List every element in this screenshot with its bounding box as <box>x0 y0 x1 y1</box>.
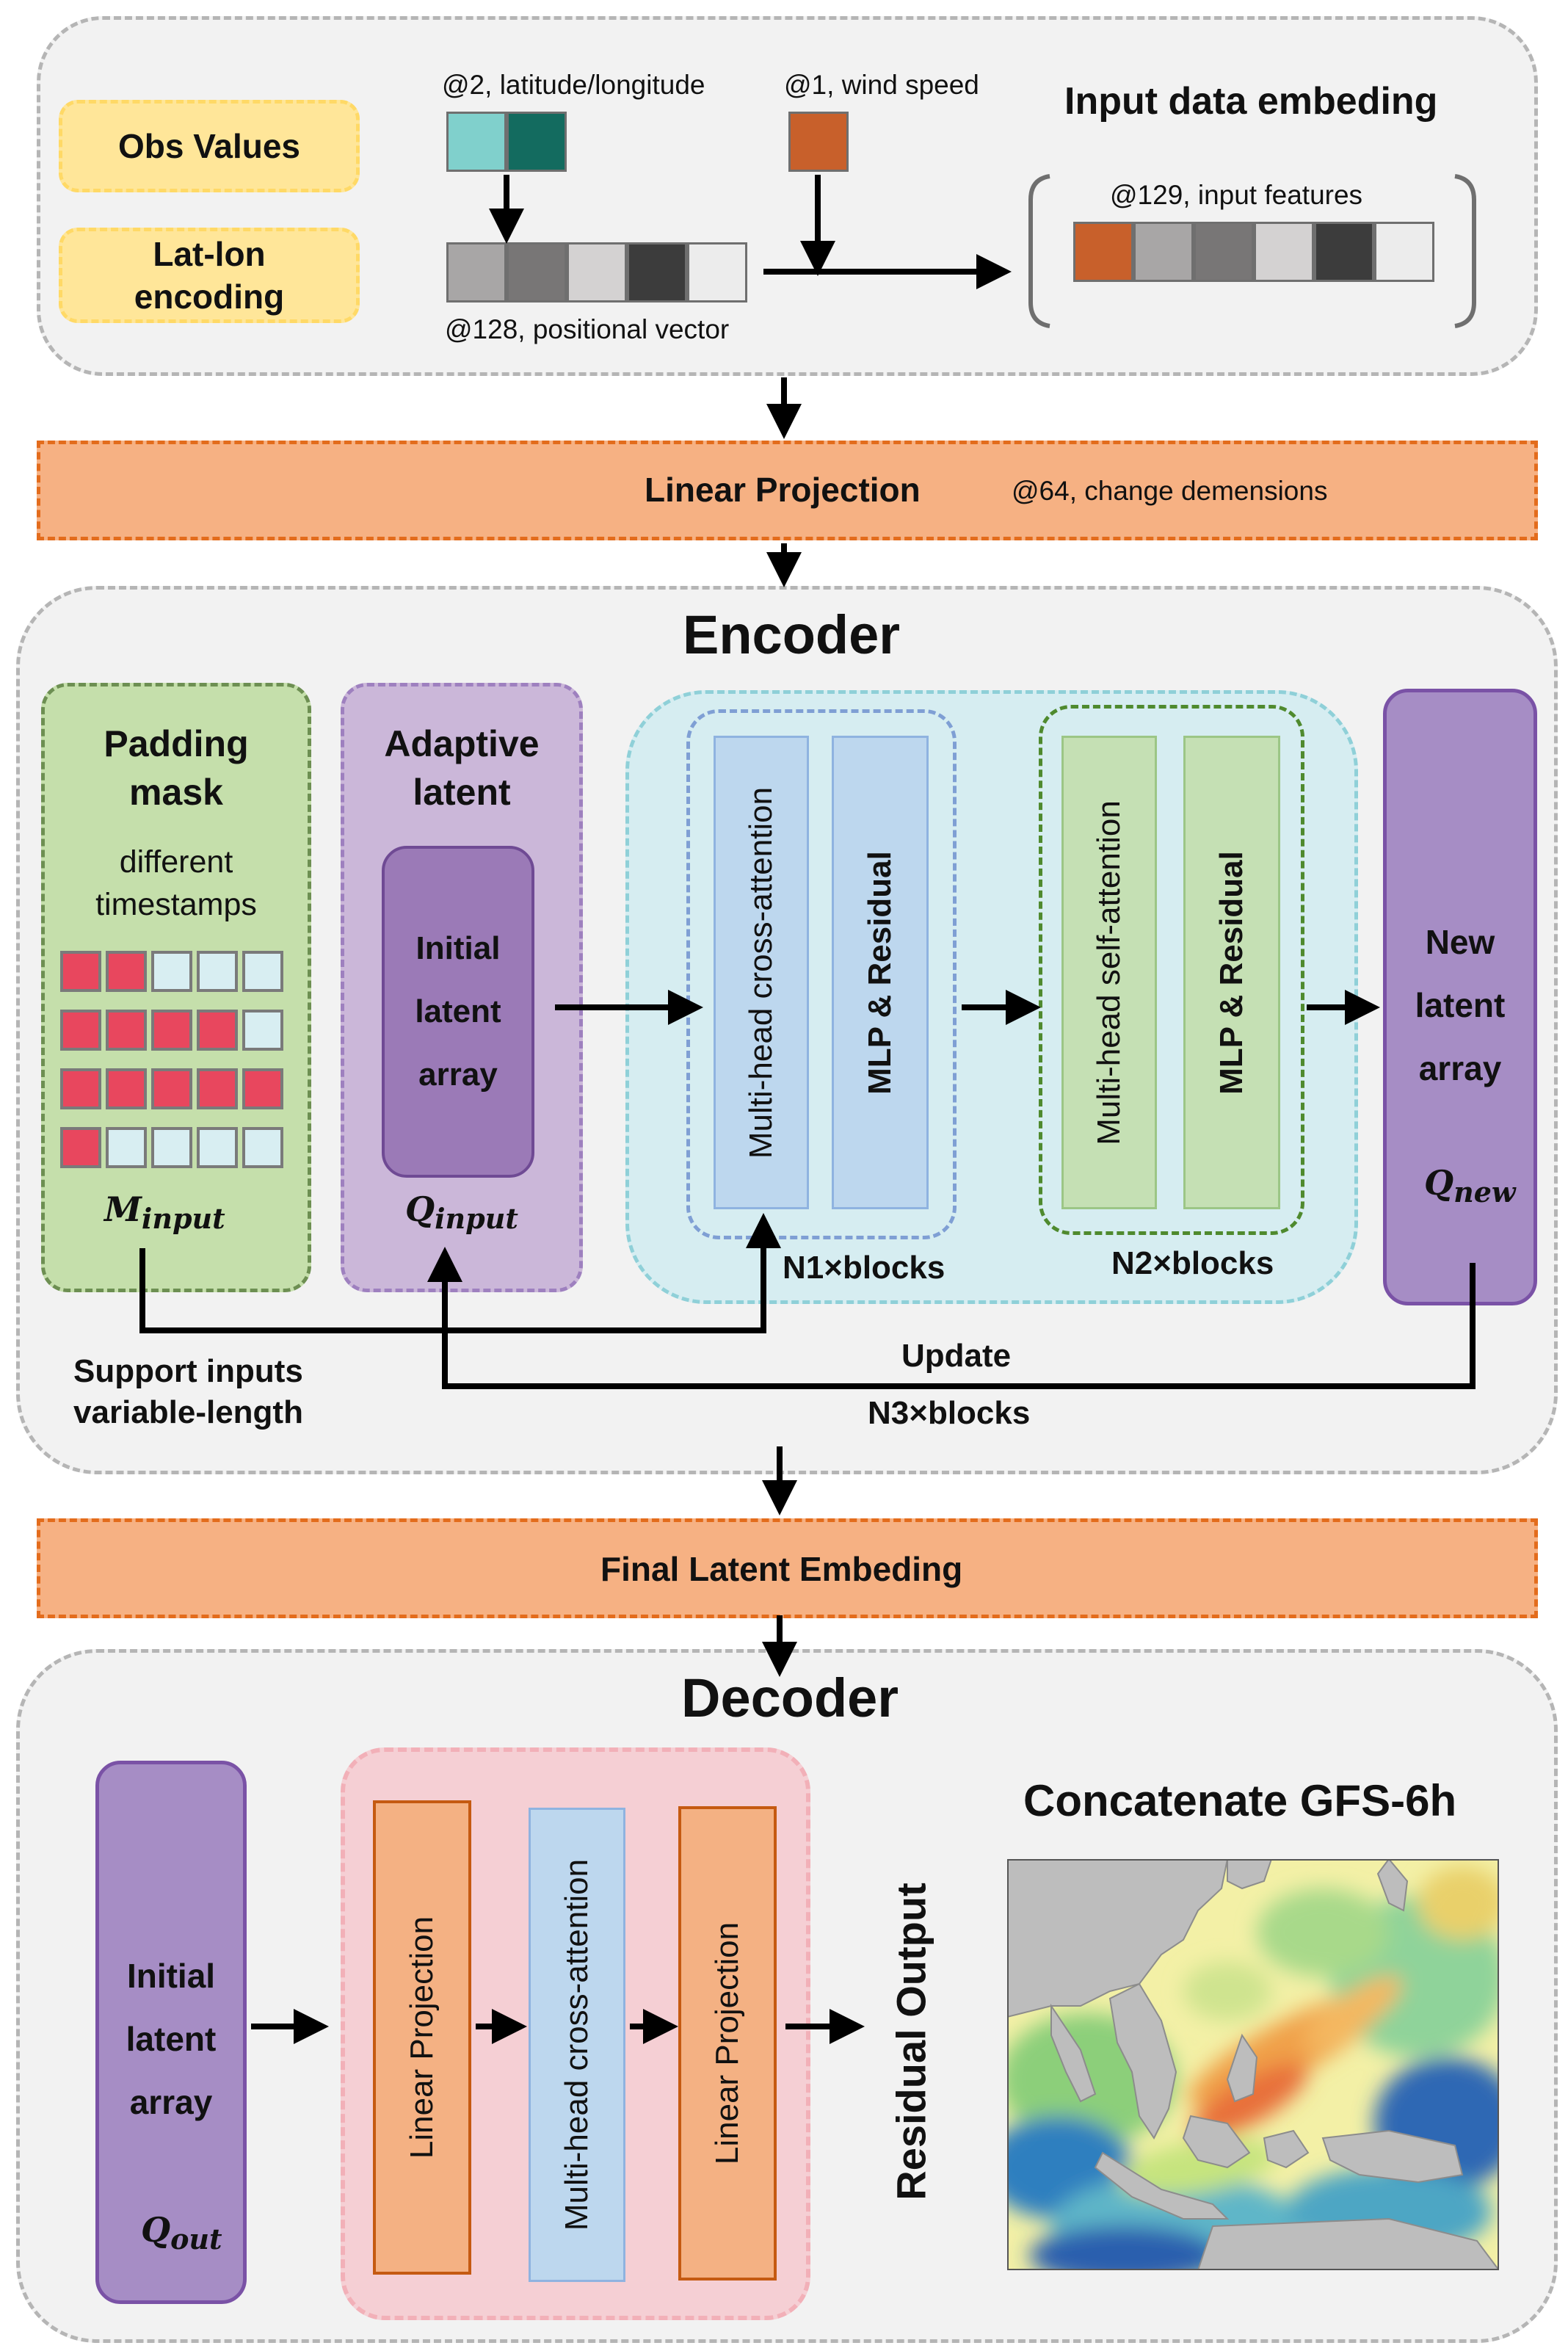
positional-cell-5 <box>687 242 747 303</box>
mask-cell <box>60 1010 101 1051</box>
mask-cell <box>106 1127 147 1168</box>
mlp-residual-label-2: MLP & Residual <box>1213 850 1250 1095</box>
wind-caption: @1, wind speed <box>784 70 979 100</box>
positional-cell-3 <box>567 242 627 303</box>
update-label: Update <box>901 1338 1012 1374</box>
initial-latent-array-label: Initial latent array <box>415 930 501 1093</box>
q-out-main: Q <box>141 2210 171 2250</box>
q-out-sub: out <box>170 2223 222 2256</box>
cross-attention-label: Multi-head cross-attention <box>743 786 779 1159</box>
mask-cell <box>151 1068 192 1109</box>
padding-mask-symbol-main: M <box>104 1189 142 1229</box>
padding-mask-symbol-sub: input <box>141 1202 225 1236</box>
mask-cell <box>197 951 238 992</box>
mask-cell <box>106 951 147 992</box>
decoder-title: Decoder <box>681 1667 899 1728</box>
padding-mask-symbol: Minput <box>104 1189 225 1235</box>
mask-cell <box>151 1010 192 1051</box>
feature-cell-2 <box>1133 222 1194 282</box>
decoder-cross-attention: Multi-head cross-attention <box>529 1808 625 2282</box>
padding-mask-title: Padding mask <box>104 723 249 813</box>
obs-values-label: Obs Values <box>117 127 300 165</box>
residual-output-label: Residual Output <box>888 1882 934 2200</box>
positional-cell-2 <box>507 242 567 303</box>
mask-cell <box>60 1068 101 1109</box>
decoder-initial-latent-box <box>95 1761 247 2304</box>
final-latent-label: Final Latent Embeding <box>600 1550 963 1588</box>
mlp-residual-block-1: MLP & Residual <box>832 736 929 1209</box>
mask-cell <box>106 1068 147 1109</box>
gfs-wind-map <box>1007 1859 1499 2270</box>
mask-cell <box>197 1127 238 1168</box>
decoder-cross-attention-label: Multi-head cross-attention <box>559 1858 595 2231</box>
new-latent-label: New latent array <box>1415 923 1506 1087</box>
obs-values-box: Obs Values <box>59 100 360 192</box>
mask-cell <box>242 1127 283 1168</box>
feature-cell-5 <box>1314 222 1374 282</box>
decoder-linear-projection-1: Linear Projection <box>373 1800 471 2275</box>
n2-blocks-label: N2×blocks <box>1111 1245 1274 1281</box>
encoder-title: Encoder <box>683 604 901 665</box>
feature-cell-1 <box>1073 222 1133 282</box>
decoder-linear-projection-2: Linear Projection <box>678 1806 777 2281</box>
q-new-sub: new <box>1453 1176 1516 1209</box>
self-attention-label: Multi-head self-attention <box>1091 800 1127 1145</box>
mask-cell <box>60 951 101 992</box>
latlon-caption: @2, latitude/longitude <box>442 70 705 100</box>
initial-latent-array-box: Initial latent array <box>382 846 534 1178</box>
padding-mask-subtitle: different timestamps <box>95 844 257 922</box>
mask-cell <box>197 1010 238 1051</box>
linear-projection-bar <box>37 441 1538 540</box>
q-input-symbol: Qinput <box>405 1189 518 1235</box>
mlp-residual-label-1: MLP & Residual <box>862 850 899 1095</box>
mask-cell <box>151 951 192 992</box>
feature-cell-6 <box>1374 222 1434 282</box>
mask-cell <box>242 1068 283 1109</box>
q-new-main: Q <box>1424 1163 1454 1203</box>
positional-cell-1 <box>446 242 507 303</box>
padding-mask-grid <box>60 951 285 1168</box>
q-input-sub: input <box>435 1202 518 1236</box>
linear-projection-note: @64, change demensions <box>1012 476 1328 506</box>
latlon-encoding-label: Lat-lon encoding <box>134 235 285 316</box>
latitude-cell <box>446 112 507 172</box>
mask-cell <box>197 1068 238 1109</box>
mask-cell <box>242 1010 283 1051</box>
positional-caption: @128, positional vector <box>445 314 730 344</box>
q-out-symbol: Qout <box>141 2210 222 2256</box>
feature-cell-4 <box>1254 222 1314 282</box>
mask-cell <box>242 951 283 992</box>
mlp-residual-block-2: MLP & Residual <box>1183 736 1280 1209</box>
embedding-title: Input data embeding <box>1064 80 1438 123</box>
residual-output: Residual Output <box>871 1850 951 2232</box>
q-input-main: Q <box>405 1189 435 1229</box>
n1-blocks-label: N1×blocks <box>783 1250 945 1286</box>
support-inputs-text: Support inputs variable-length <box>73 1353 303 1430</box>
decoder-linear-projection-1-label: Linear Projection <box>404 1916 440 2159</box>
new-latent-box <box>1383 689 1537 1305</box>
decoder-initial-latent-label: Initial latent array <box>126 1957 217 2121</box>
adaptive-latent-title: Adaptive latent <box>384 723 540 813</box>
self-attention-block: Multi-head self-attention <box>1061 736 1157 1209</box>
decoder-linear-projection-2-label: Linear Projection <box>709 1921 746 2165</box>
self-attention-group <box>1039 705 1304 1235</box>
feature-cell-3 <box>1194 222 1254 282</box>
cross-attention-group <box>686 709 957 1239</box>
cross-attention-block: Multi-head cross-attention <box>714 736 809 1209</box>
features-caption: @129, input features <box>1110 180 1363 210</box>
wind-speed-cell <box>788 112 849 172</box>
mask-cell <box>151 1127 192 1168</box>
gfs-title: Concatenate GFS-6h <box>1023 1776 1457 1825</box>
mask-cell <box>106 1010 147 1051</box>
positional-cell-4 <box>627 242 687 303</box>
linear-projection-label: Linear Projection <box>645 471 921 509</box>
n3-blocks-label: N3×blocks <box>868 1395 1031 1431</box>
final-latent-bar <box>37 1518 1538 1618</box>
q-new-symbol: Qnew <box>1424 1163 1516 1209</box>
mask-cell <box>60 1127 101 1168</box>
longitude-cell <box>507 112 567 172</box>
latlon-encoding-box: Lat-lon encoding <box>59 228 360 323</box>
